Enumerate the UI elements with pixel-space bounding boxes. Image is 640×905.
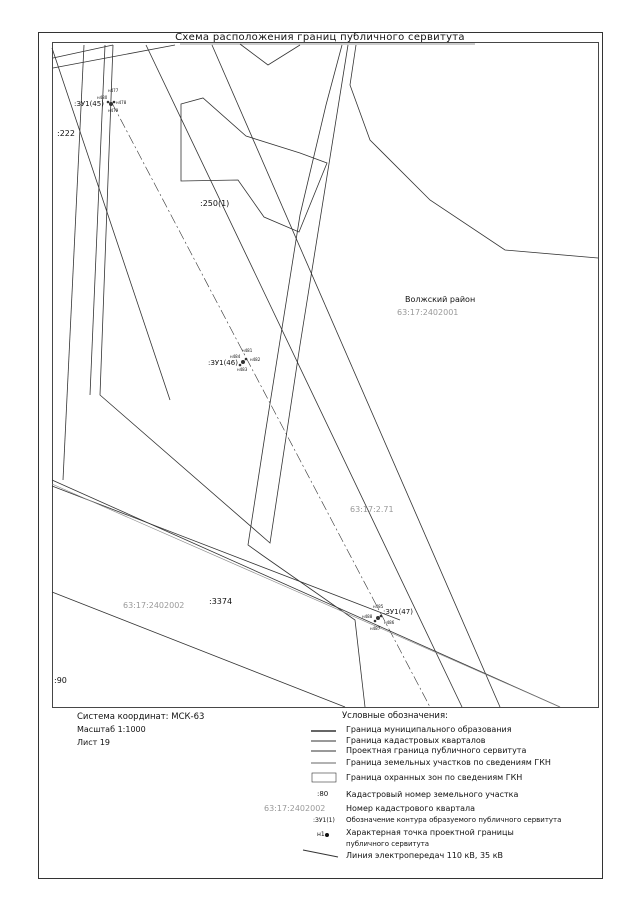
servitude-label-zu47: :ЗУ1(47) [383, 608, 413, 616]
legend-symbol-point [325, 833, 329, 837]
point-label: н478 [116, 100, 127, 105]
point-label: н479 [108, 108, 119, 113]
legend-item-power-line: Линия электропередач 110 кВ, 35 кВ [346, 851, 504, 860]
parcel-boundary-line [51, 479, 561, 708]
legend-item-quarter-number: Номер кадастрового квартала [346, 804, 476, 813]
legend-item-point: Характерная точка проектной границы [346, 828, 514, 837]
legend-sample-point: н1 [317, 831, 325, 838]
servitude-marker-zu45 [106, 100, 110, 104]
parcel-boundary-line [62, 44, 85, 481]
legend-sample-parcel: :80 [317, 790, 329, 798]
legend-symbol-protection-zone [311, 772, 337, 783]
legend-item-servitude: Проектная граница публичного сервитута [346, 746, 527, 755]
parcel-boundary-line [349, 44, 599, 259]
point-label: н488 [362, 614, 373, 619]
legend-item-zu-contour: Обозначение контура образуемого публично… [346, 816, 562, 824]
point-label: н484 [230, 354, 241, 359]
servitude-marker-zu47 [379, 614, 383, 618]
parcel-label-90: :90 [54, 676, 67, 685]
parcel-boundary-line [51, 485, 401, 621]
parcel-boundary-line [180, 97, 328, 233]
parcel-boundary-line [211, 44, 501, 708]
map-title: Схема расположения границ публичного сер… [175, 32, 465, 43]
map-lines [51, 43, 599, 708]
sheet-number: Лист 19 [77, 738, 110, 747]
parcel-boundary-line [99, 44, 349, 544]
parcel-label-2-71: 63:17:2.71 [350, 505, 394, 514]
parcel-label-222: :222 [57, 129, 75, 138]
quarter-label-south: 63:17:2402002 [123, 601, 185, 610]
map-frame [52, 42, 599, 708]
parcel-boundary-line [51, 591, 346, 708]
point-label: н486 [384, 620, 395, 625]
servitude-marker-zu46 [241, 360, 245, 364]
legend-sample-quarter: 63:17:2402002 [264, 804, 326, 813]
legend-item-parcel-number: Кадастровый номер земельного участка [346, 790, 519, 799]
legend-title: Условные обозначения: [342, 711, 448, 721]
legend-item-quarters: Граница кадастровых кварталов [346, 736, 486, 745]
power-line-axis [111, 102, 431, 708]
legend-item-protection-zone: Граница охранных зон по сведениям ГКН [346, 773, 523, 782]
parcel-boundary-line [247, 44, 366, 708]
parcel-boundary-line [239, 43, 301, 66]
servitude-label-zu45: :ЗУ1(45) [74, 100, 104, 108]
sheet-frame [38, 32, 603, 879]
legend-sample-zu: :ЗУ1(1) [313, 817, 335, 824]
point-label: н482 [250, 357, 261, 362]
point-label: н477 [108, 88, 119, 93]
coord-system: Система координат: МСК-63 [77, 712, 205, 722]
servitude-marker-zu46 [238, 363, 242, 367]
servitude-marker-zu45 [109, 102, 113, 106]
parcel-boundary-line [51, 47, 171, 401]
legend-symbol-power-line [302, 849, 339, 858]
parcel-boundary-line [52, 44, 114, 59]
legend-item-municipal: Граница муниципального образования [346, 725, 512, 734]
power-line-110kv [51, 483, 561, 708]
district-label: Волжский район [405, 295, 476, 304]
servitude-marker-zu45 [112, 100, 116, 104]
parcel-boundary-line [145, 44, 463, 708]
servitude-label-zu46: :ЗУ1(46) [208, 359, 238, 367]
point-label: н485 [373, 604, 384, 609]
point-label: н483 [237, 367, 248, 372]
legend-item-parcels: Граница земельных участков по сведениям … [346, 758, 551, 767]
parcel-label-3374: :3374 [209, 597, 233, 606]
scale-label: Масштаб 1:1000 [77, 725, 146, 734]
parcel-boundary-line [52, 44, 176, 69]
parcel-boundary-line [89, 44, 106, 396]
servitude-marker-zu47 [373, 619, 377, 623]
point-label: н487 [370, 626, 381, 631]
servitude-marker-zu47 [376, 616, 380, 620]
point-label: н481 [242, 348, 253, 353]
servitude-points [106, 100, 383, 623]
legend-symbols [302, 730, 339, 858]
parcel-label-250: :250(1) [200, 199, 230, 208]
servitude-marker-zu46 [244, 357, 248, 361]
legend-item-point-cont: публичного сервитута [346, 840, 430, 848]
quarter-label-north: 63:17:2402001 [397, 308, 459, 317]
point-label: н480 [97, 95, 108, 100]
